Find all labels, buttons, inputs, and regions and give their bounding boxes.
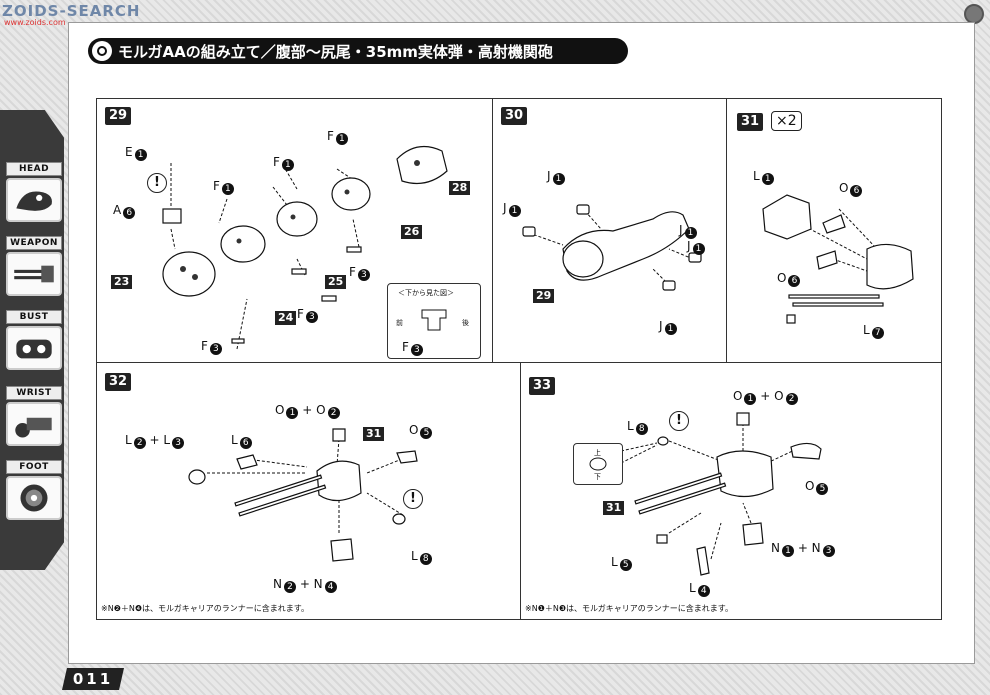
bust-icon [6,326,62,370]
sidebar-item-head[interactable]: HEAD [6,162,62,222]
caution-icon: ! [403,489,423,509]
sidebar-item-wrist[interactable]: WRIST [6,386,62,446]
orientation-inset: 上 下 [573,443,623,485]
part-number-25: 25 [325,275,347,289]
part-number-24: 24 [275,311,297,325]
step-number: 31 [737,113,764,131]
sidebar-item-bust[interactable]: BUST [6,310,62,370]
part-number-28: 28 [449,181,471,195]
step-number: 33 [529,377,556,395]
sidebar-item-weapon[interactable]: WEAPON [6,236,62,296]
head-icon [6,178,62,222]
runner-note: ※N❷＋N❹は、モルガキャリアのランナーに含まれます。 [101,604,309,613]
step-number: 30 [501,107,528,125]
step-31-diagram [762,194,914,324]
weapon-icon [6,252,62,296]
caution-icon: ! [147,173,167,193]
quantity-badge: ×2 [771,111,802,131]
part-number-26: 26 [401,225,423,239]
section-title-bar: モルガAAの組み立て／腹部～尻尾・35mm実体弾・高射機関砲 [88,38,628,64]
gear-icon [92,41,112,61]
bottom-view-part [421,309,447,331]
runner-note: ※N❶＋N❸は、モルガキャリアのランナーに含まれます。 [525,604,733,613]
watermark: ZOIDS-SEARCH [2,2,141,20]
part-number-31: 31 [603,501,625,515]
part-number-23: 23 [111,275,133,289]
page-number: 011 [62,668,124,690]
step-number: 32 [105,373,132,391]
wrist-icon [6,402,62,446]
page-title: モルガAAの組み立て／腹部～尻尾・35mm実体弾・高射機関砲 [118,42,553,61]
caution-icon: ! [669,411,689,431]
step-33-diagram [620,412,822,576]
part-number-31: 31 [363,427,385,441]
watermark-sub: www.zoids.com [4,18,66,27]
screw-icon [964,4,984,24]
foot-icon [6,476,62,520]
step-number: 29 [105,107,132,125]
step-32-diagram [188,428,418,562]
part-number-29: 29 [533,289,555,303]
sidebar-item-foot[interactable]: FOOT [6,460,62,520]
step-29-diagram [162,145,448,350]
